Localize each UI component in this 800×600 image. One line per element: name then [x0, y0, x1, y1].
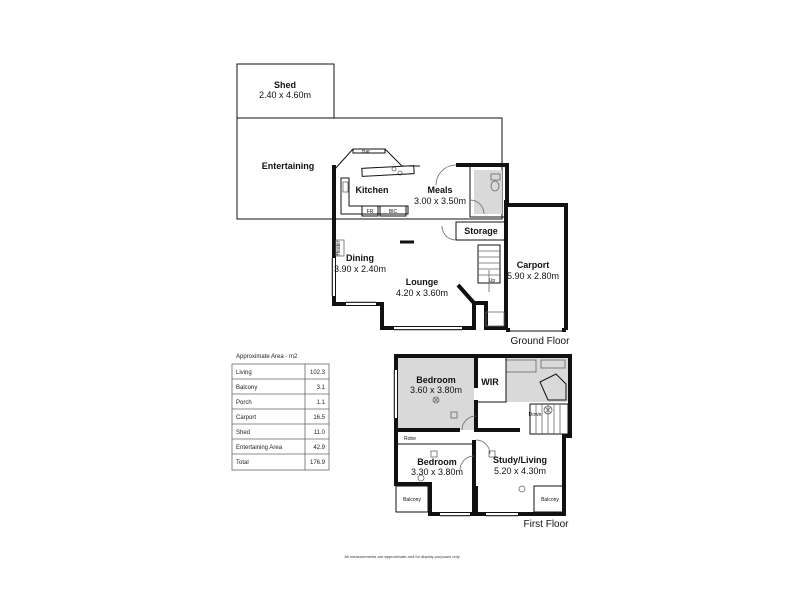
bic-label: BIC	[389, 209, 398, 215]
area-row-total-value: 176.9	[310, 460, 326, 466]
laundry-fill	[474, 170, 502, 214]
area-row-entertaining-value: 42.9	[313, 445, 325, 451]
entertaining-outline	[236, 117, 503, 220]
disclaimer-note: All measurements are approximate and for…	[344, 554, 459, 559]
balcony-right-label: Balcony	[541, 497, 559, 503]
kitchen-sink	[342, 181, 349, 193]
bedroom2-light	[417, 474, 425, 482]
storage-door-arc	[441, 225, 457, 241]
kitchen-bay-wall	[333, 148, 420, 171]
first-stair-treads	[535, 404, 561, 434]
kitchen-bench	[340, 177, 409, 215]
toilet-cistern	[490, 173, 501, 181]
storage-outline	[455, 221, 507, 241]
storage-label: Storage	[464, 226, 498, 236]
study-dims: 5.20 x 4.30m	[494, 466, 546, 476]
bathroom-fill	[506, 358, 568, 402]
area-row-shed-label: Shed	[236, 430, 250, 436]
fridge-space	[361, 205, 379, 217]
laundry-door-arc	[469, 199, 485, 215]
entertaining-label: Entertaining	[262, 161, 315, 171]
stair-treads	[478, 250, 500, 276]
carport-dims: 5.90 x 2.80m	[507, 271, 559, 281]
meals-dims: 3.00 x 3.50m	[414, 196, 466, 206]
laundry-block	[469, 164, 508, 218]
lounge-label: Lounge	[406, 277, 439, 287]
stair-down-symbol	[543, 405, 553, 415]
kitchen-label: Kitchen	[355, 185, 388, 195]
bar-counter	[352, 148, 386, 154]
wir-divider	[476, 358, 507, 403]
bedroom2-label: Bedroom	[417, 457, 457, 467]
up-label: Up	[489, 278, 496, 284]
meals-door-arc	[435, 164, 457, 186]
first-floor-title: First Floor	[524, 519, 570, 530]
cooktop-burner	[391, 166, 397, 172]
ground-floor-plan	[236, 63, 568, 332]
heater-label: Heater	[336, 240, 342, 255]
bedroom1-dims: 3.60 x 3.80m	[410, 385, 462, 395]
area-row-total-label: Total	[236, 460, 249, 466]
robe-label: Robe	[404, 436, 416, 442]
bedroom2-door-arc	[459, 455, 475, 471]
down-label: Down	[529, 412, 542, 418]
shed-dims: 2.40 x 4.60m	[259, 90, 311, 100]
island-bench	[361, 165, 415, 177]
study-door-arc	[475, 439, 491, 455]
bar-label: Bar	[362, 149, 370, 155]
first-stairs	[529, 403, 569, 435]
meals-label: Meals	[427, 185, 452, 195]
area-row-balcony-value: 3.1	[317, 385, 326, 391]
area-row-living-label: Living	[236, 370, 252, 376]
toilet-bowl	[490, 180, 500, 192]
area-row-carport-value: 16.5	[313, 415, 325, 421]
lounge-dims: 4.20 x 3.60m	[396, 288, 448, 298]
area-row-porch-label: Porch	[236, 400, 252, 406]
area-row-carport-label: Carport	[236, 415, 256, 421]
balcony-left-label: Balcony	[403, 497, 421, 503]
study-light	[518, 485, 526, 493]
shower-corner	[539, 373, 567, 401]
lounge-angled-wall	[456, 283, 476, 305]
vanity	[540, 359, 566, 369]
fridge-label: FR	[367, 209, 374, 215]
bedroom1-light	[432, 396, 440, 404]
area-row-porch-value: 1.1	[317, 400, 326, 406]
area-row-shed-value: 11.0	[314, 430, 326, 436]
right-balcony	[533, 485, 565, 513]
bic-space	[379, 205, 407, 217]
area-table-frame	[231, 363, 330, 471]
bedroom1-fill	[398, 358, 474, 430]
wir-label: WIR	[481, 377, 499, 387]
bedroom2-dims: 3.30 x 3.80m	[411, 467, 463, 477]
area-row-entertaining-label: Entertaining Area	[236, 445, 283, 451]
dining-label: Dining	[346, 253, 374, 263]
bedroom2-fan	[430, 450, 438, 458]
area-table-title: Approximate Area - m2	[236, 354, 298, 360]
study-fan	[488, 450, 496, 458]
entry-door-step	[485, 311, 505, 327]
bedroom1-door-arc	[461, 415, 477, 431]
carport-label: Carport	[517, 260, 550, 270]
bedroom1-label: Bedroom	[416, 375, 456, 385]
first-floor-plan	[393, 354, 572, 517]
wir-wall	[474, 356, 506, 432]
heater-unit	[335, 239, 345, 257]
shed-label: Shed	[274, 80, 296, 90]
left-balcony	[395, 485, 429, 513]
study-label: Study/Living	[493, 455, 547, 465]
dining-dims: 3.90 x 2.40m	[334, 264, 386, 274]
stair-down-cross	[544, 406, 552, 414]
ground-floor-title: Ground Floor	[511, 336, 571, 347]
area-row-living-value: 102.3	[310, 370, 326, 376]
area-table	[231, 363, 330, 471]
bedroom1-fan	[450, 411, 458, 419]
cooktop-burner-2	[397, 170, 403, 176]
area-row-balcony-label: Balcony	[236, 385, 257, 391]
